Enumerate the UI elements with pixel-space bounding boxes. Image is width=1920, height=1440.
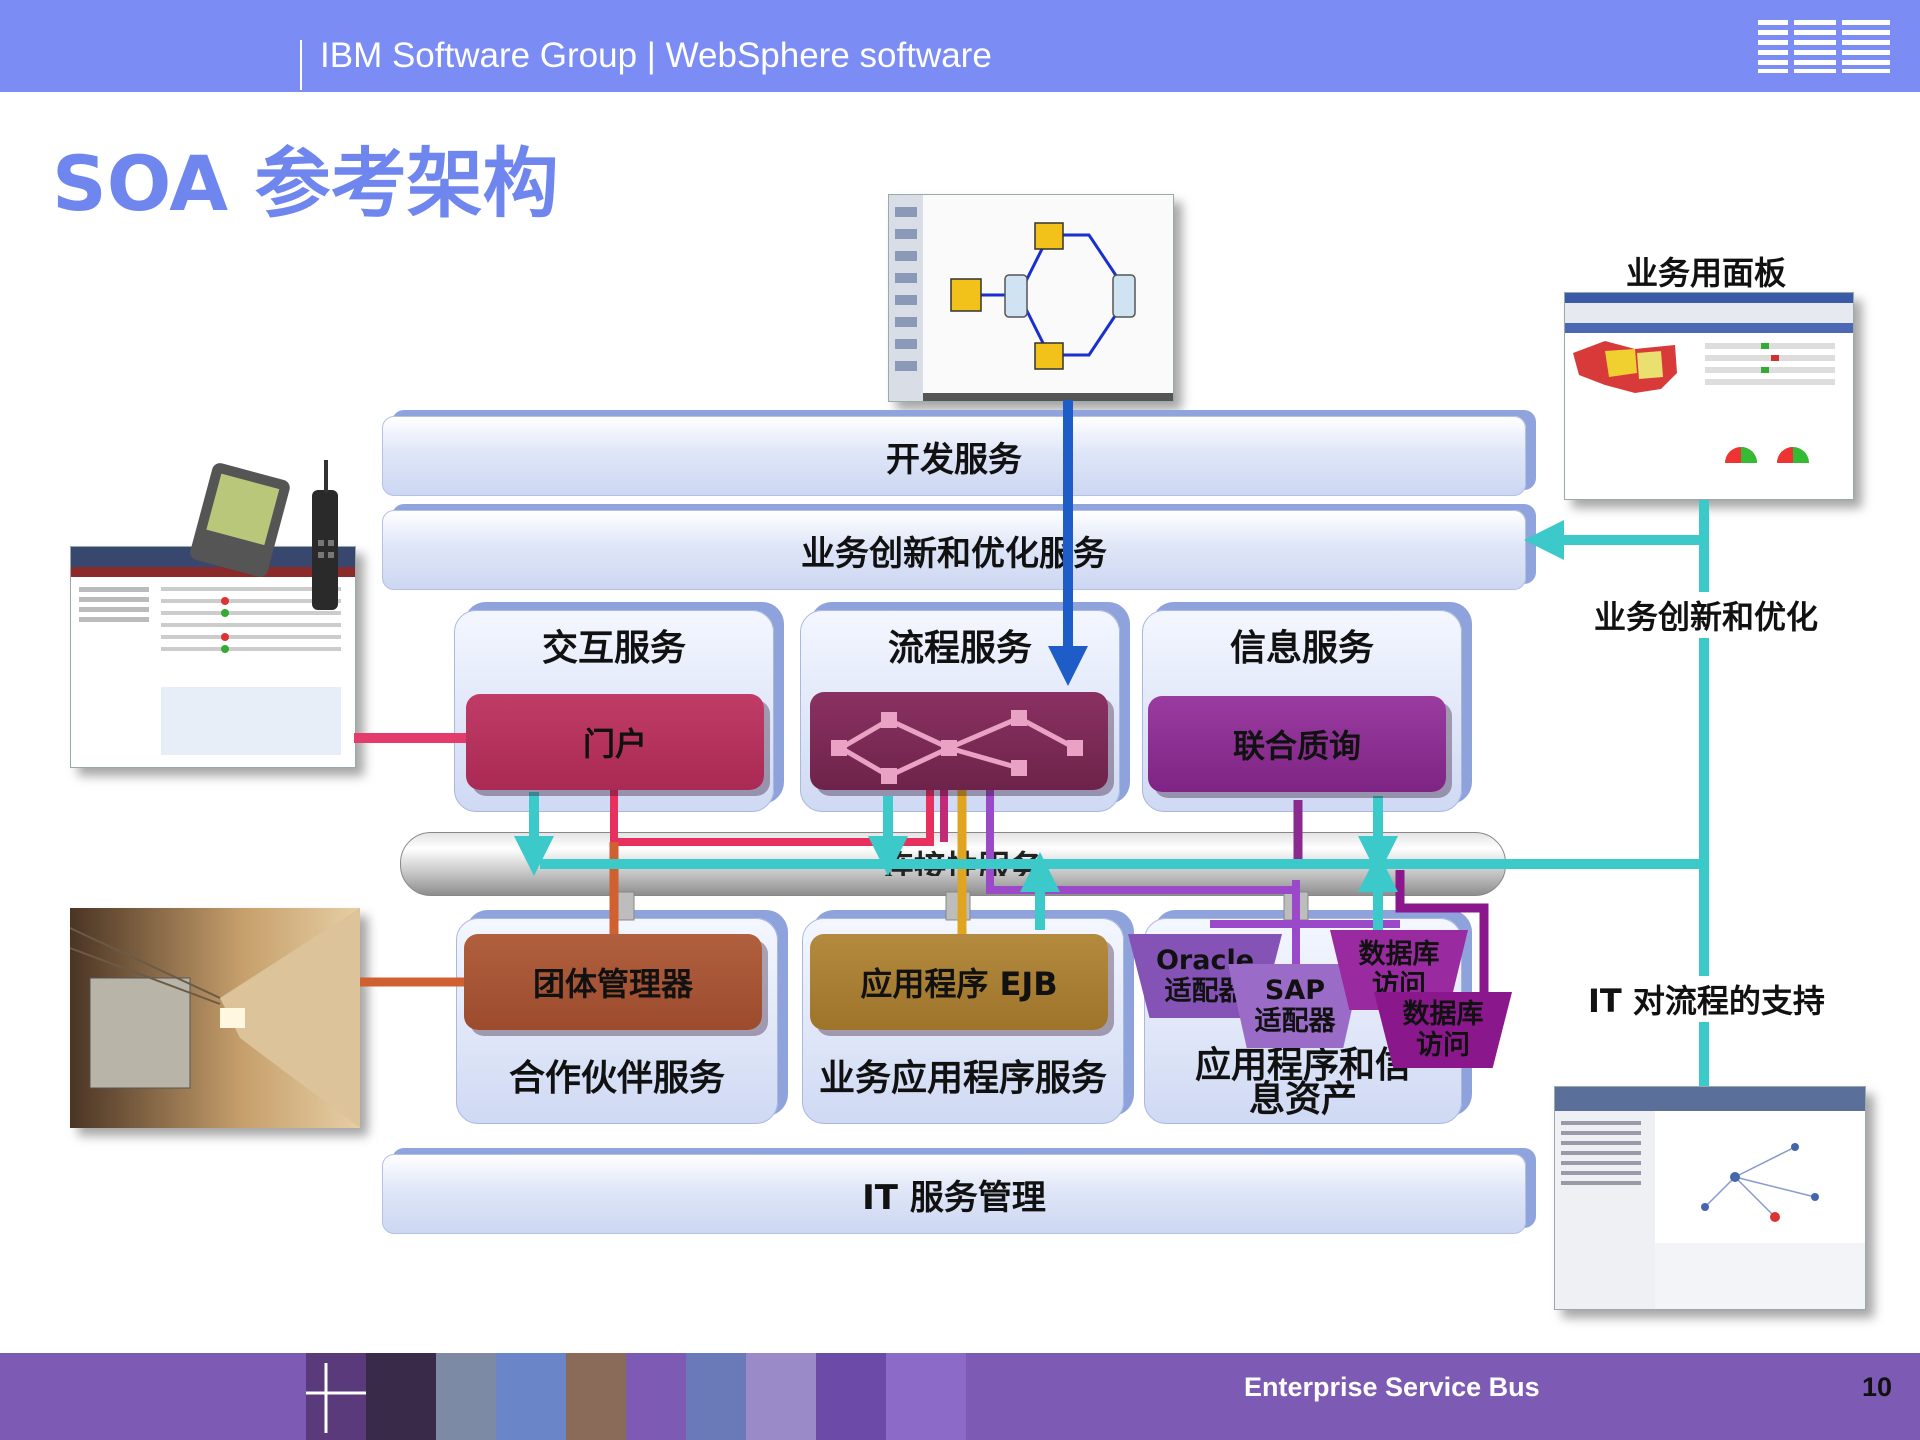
pda-device-image [190,460,338,610]
process-flow-icon [831,710,1083,784]
footer-image-strip [306,1353,966,1440]
it-service-management-label: IT 服务管理 [862,1177,1046,1218]
header-group-text: IBM Software Group | WebSphere software [320,36,992,75]
federated-query-component: 联合质询 [1148,696,1446,792]
business-innovation-services-label: 业务创新和优化服务 [801,533,1107,574]
business-optimization-label: 业务创新和优化 [1594,592,1819,638]
process-services-title: 流程服务 [887,628,1032,669]
ibm-logo [1758,18,1890,74]
slide-title: SOA 参考架构 [52,139,559,228]
it-service-management-band: IT 服务管理 [382,1154,1526,1234]
database-access-2: 数据库 访问 [1374,992,1512,1068]
information-services-title: 信息服务 [1229,628,1374,669]
sap-adapter: SAP 适配器 [1228,964,1362,1048]
page-number: 10 [1862,1372,1893,1402]
header-separator [300,40,302,90]
sap-adapter-label: SAP 适配器 [1254,975,1336,1037]
database-access-2-label: 数据库 访问 [1402,999,1484,1061]
process-flow-component [810,692,1108,790]
business-innovation-services-band: 业务创新和优化服务 [382,510,1526,590]
development-services-label: 开发服务 [886,439,1022,480]
topology-screenshot [1554,1086,1866,1310]
development-services-band: 开发服务 [382,416,1526,496]
process-modeler-screenshot [888,194,1174,402]
community-manager-component: 团体管理器 [464,934,762,1030]
footer-text: Enterprise Service Bus [1244,1372,1540,1402]
dashboard-label: 业务用面板 [1626,254,1787,292]
portal-component: 门户 [466,694,764,790]
database-access-1-label: 数据库 访问 [1358,939,1440,1001]
dashboard-screenshot [1564,292,1854,500]
business-app-services-title: 业务应用程序服务 [818,1058,1107,1099]
partner-services-title: 合作伙伴服务 [508,1058,725,1099]
header-bar [0,0,1920,92]
warehouse-photo [70,908,360,1128]
oracle-adapter-label: Oracle 适配器 [1155,945,1255,1007]
app-info-assets-title: 应用程序和信息资产 [1194,1045,1411,1120]
it-process-support-label: IT 对流程的支持 [1588,976,1825,1022]
application-ejb-component: 应用程序 EJB [810,934,1108,1030]
interaction-services-title: 交互服务 [541,628,686,669]
